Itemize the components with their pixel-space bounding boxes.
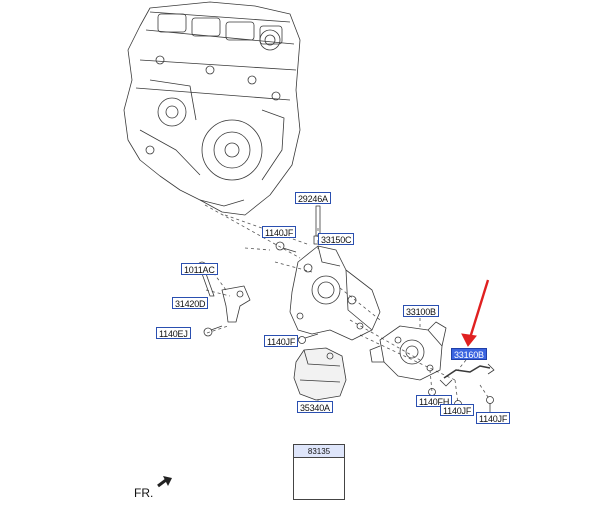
callout-1140jf-right[interactable]: 1140JF [440, 404, 475, 416]
pump-33100b-illustration [369, 321, 447, 381]
bolt-1140jf-top-illustration [275, 241, 297, 253]
callout-1140ej[interactable]: 1140EJ [156, 327, 191, 339]
callout-1011ac[interactable]: 1011AC [181, 263, 218, 275]
front-direction-arrow-icon [157, 476, 172, 488]
callout-1140jf-mid[interactable]: 1140JF [264, 335, 299, 347]
red-pointer-arrow-icon [461, 279, 490, 347]
callout-33100b[interactable]: 33100B [403, 305, 439, 317]
callout-31420d[interactable]: 31420D [172, 297, 209, 309]
callout-1140jf-top[interactable]: 1140JF [262, 226, 297, 238]
cover-35340a-illustration [293, 347, 347, 401]
callout-1140jf-far[interactable]: 1140JF [476, 412, 511, 424]
bolt-1140ej-illustration [203, 325, 223, 337]
callout-33160b[interactable]: 33160B [451, 348, 487, 360]
bolt-1140jf-mid-illustration [298, 333, 319, 344]
bolt-1140jf-far-illustration [486, 396, 494, 412]
sensor-31420d-illustration [221, 285, 251, 323]
legend-code[interactable]: 83135 [294, 445, 344, 458]
engine-block-illustration [123, 1, 301, 216]
callout-35340a[interactable]: 35340A [297, 401, 333, 413]
callout-29246a[interactable]: 29246A [295, 192, 331, 204]
bracket-33150c-illustration [289, 245, 381, 341]
legend-box: 83135 [293, 444, 345, 500]
pipe-33160b-illustration [439, 363, 495, 387]
callout-33150c[interactable]: 33150C [318, 233, 355, 245]
front-direction-label: FR. [134, 486, 154, 500]
